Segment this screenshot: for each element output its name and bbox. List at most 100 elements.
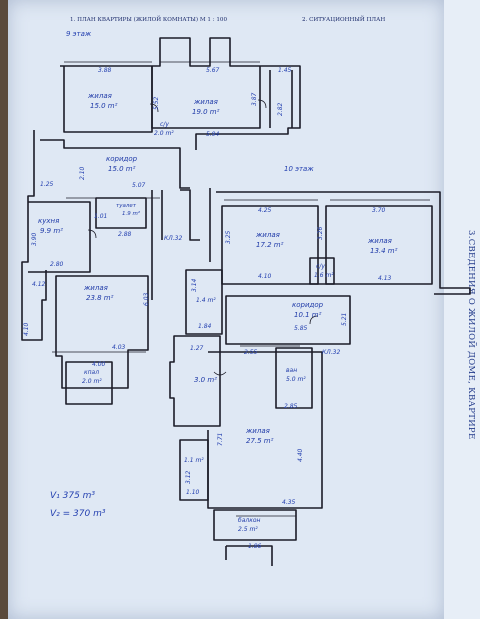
kitchen-name: кухня <box>38 217 60 225</box>
hall10-area: 10.1 m² <box>294 311 322 319</box>
dim-410: 4.10 <box>23 322 30 336</box>
room-19-area: 19.0 m² <box>192 108 220 116</box>
big10-area: 27.5 m² <box>246 437 274 445</box>
dim-400: 4.00 <box>92 361 106 368</box>
room-17-area: 17.2 m² <box>256 241 284 249</box>
door-arcs <box>87 99 319 376</box>
balc9-area: 2.0 m² <box>82 378 102 385</box>
wall-room-19 <box>151 66 261 129</box>
volume-2: V₂ = 370 m³ <box>50 509 106 519</box>
wall-hall-9 <box>40 139 190 189</box>
bay10-area: 1.1 m² <box>184 457 204 464</box>
dim-288: 2.88 <box>118 231 132 238</box>
dim-425: 4.25 <box>258 207 272 214</box>
wall-outline-10-top <box>216 191 471 295</box>
dim-145: 1.45 <box>278 67 292 74</box>
dim-127: 1.27 <box>190 345 204 352</box>
dim-312: 3.12 <box>185 470 192 484</box>
dim-326: 3.26 <box>317 226 324 240</box>
wall-balc-9 <box>65 361 113 405</box>
bath-area: 5.0 m² <box>286 376 306 383</box>
dim-210: 2.10 <box>79 166 86 180</box>
wc10-area: 1.6 m² <box>314 272 334 279</box>
wall-bay-10 <box>179 439 209 501</box>
room-15-name: жилая <box>88 92 112 100</box>
side-caption: 3.СВЕДЕНИЯ О ЖИЛОЙ ДОМЕ, КВАРТИРЕ <box>466 230 476 440</box>
wc9-name: с/у <box>160 121 169 128</box>
hall9-area: 15.0 m² <box>108 165 136 173</box>
wall-room-13 <box>325 205 433 285</box>
wall-outline-9-top <box>60 37 301 150</box>
dim-110: 1.10 <box>186 489 200 496</box>
kitchen-area: 9.9 m² <box>40 227 63 235</box>
wall-wc-10 <box>309 257 335 285</box>
balc10-area: 2.5 m² <box>238 526 258 533</box>
wall-wc-9 <box>269 70 293 128</box>
ldk9-label: КЛ.32 <box>164 235 183 242</box>
dim-101: 1.01 <box>94 213 108 220</box>
dim-285: 2.85 <box>284 403 298 410</box>
room-19-name: жилая <box>194 98 218 106</box>
wc9-area: 2.0 m² <box>154 130 174 137</box>
dim-410b: 4.10 <box>258 273 272 280</box>
ldk10-label: КЛ.32 <box>322 349 341 356</box>
wall-bath <box>275 347 313 409</box>
wall-small-10 <box>185 269 223 335</box>
plan-title: 1. ПЛАН КВАРТИРЫ (ЖИЛОЙ КОМНАТЫ) М 1 : 1… <box>70 17 228 23</box>
dim-line-1 <box>52 61 430 517</box>
wall-bottom-10 <box>225 545 273 566</box>
balc9-name: кпал <box>84 369 100 376</box>
dim-603: 6.03 <box>143 292 150 306</box>
folded-page <box>444 0 480 619</box>
dim-387: 3.87 <box>251 92 258 106</box>
dim-282: 2.82 <box>277 102 284 116</box>
dim-186: 1.86 <box>248 543 262 550</box>
wall-stair <box>180 188 211 262</box>
big10-name: жилая <box>246 427 270 435</box>
dim-403: 4.03 <box>112 344 126 351</box>
situation-title: 2. СИТУАЦИОННЫЙ ПЛАН <box>302 17 386 23</box>
dim-567: 5.67 <box>206 67 220 74</box>
wall-balc-10 <box>213 509 297 541</box>
volume-1: V₁ 375 m³ <box>50 491 96 501</box>
toilet-area: 1.9 m² <box>122 211 141 217</box>
dim-325: 3.25 <box>225 230 232 244</box>
wall-left-9 <box>21 130 47 341</box>
dim-388: 3.88 <box>98 67 112 74</box>
vest-area: 3.0 m² <box>194 376 217 384</box>
dim-370: 3.70 <box>372 207 386 214</box>
wall-vest <box>169 335 221 427</box>
wall-kitchen <box>28 201 91 273</box>
dim-594: 5.94 <box>206 131 220 138</box>
dim-280: 2.80 <box>50 261 64 268</box>
dim-412: 4.12 <box>32 281 46 288</box>
room-17-name: жилая <box>256 231 280 239</box>
dim-184: 1.84 <box>198 323 212 330</box>
room-13-area: 13.4 m² <box>370 247 398 255</box>
toilet-name: туалет <box>116 203 136 209</box>
bath-name: ван <box>286 367 298 374</box>
floor-10-label: 10 этаж <box>284 165 314 173</box>
wall-hall-10 <box>225 295 351 345</box>
hall10-name: коридор <box>292 301 324 309</box>
dim-435: 4.35 <box>282 499 296 506</box>
room-13-name: жилая <box>368 237 392 245</box>
dim-585: 5.85 <box>294 325 308 332</box>
dim-125: 1.25 <box>40 181 54 188</box>
wc10-name: с/у <box>316 263 325 270</box>
wall-right-9 <box>151 190 163 300</box>
balc10-name: балкон <box>238 517 261 524</box>
dim-552: 5.52 <box>153 96 160 110</box>
dim-255: 2.55 <box>244 349 258 356</box>
dim-390: 3.90 <box>31 232 38 246</box>
dim-413: 4.13 <box>378 275 392 282</box>
floor-9-label: 9 этаж <box>66 30 92 38</box>
small10-area: 1.4 m² <box>196 297 216 304</box>
dim-314: 3.14 <box>191 278 198 292</box>
room-15-area: 15.0 m² <box>90 102 118 110</box>
big9-area: 23.8 m² <box>86 294 114 302</box>
dim-771: 7.71 <box>217 432 224 446</box>
big9-name: жилая <box>84 284 108 292</box>
wall-big-9 <box>55 275 149 389</box>
